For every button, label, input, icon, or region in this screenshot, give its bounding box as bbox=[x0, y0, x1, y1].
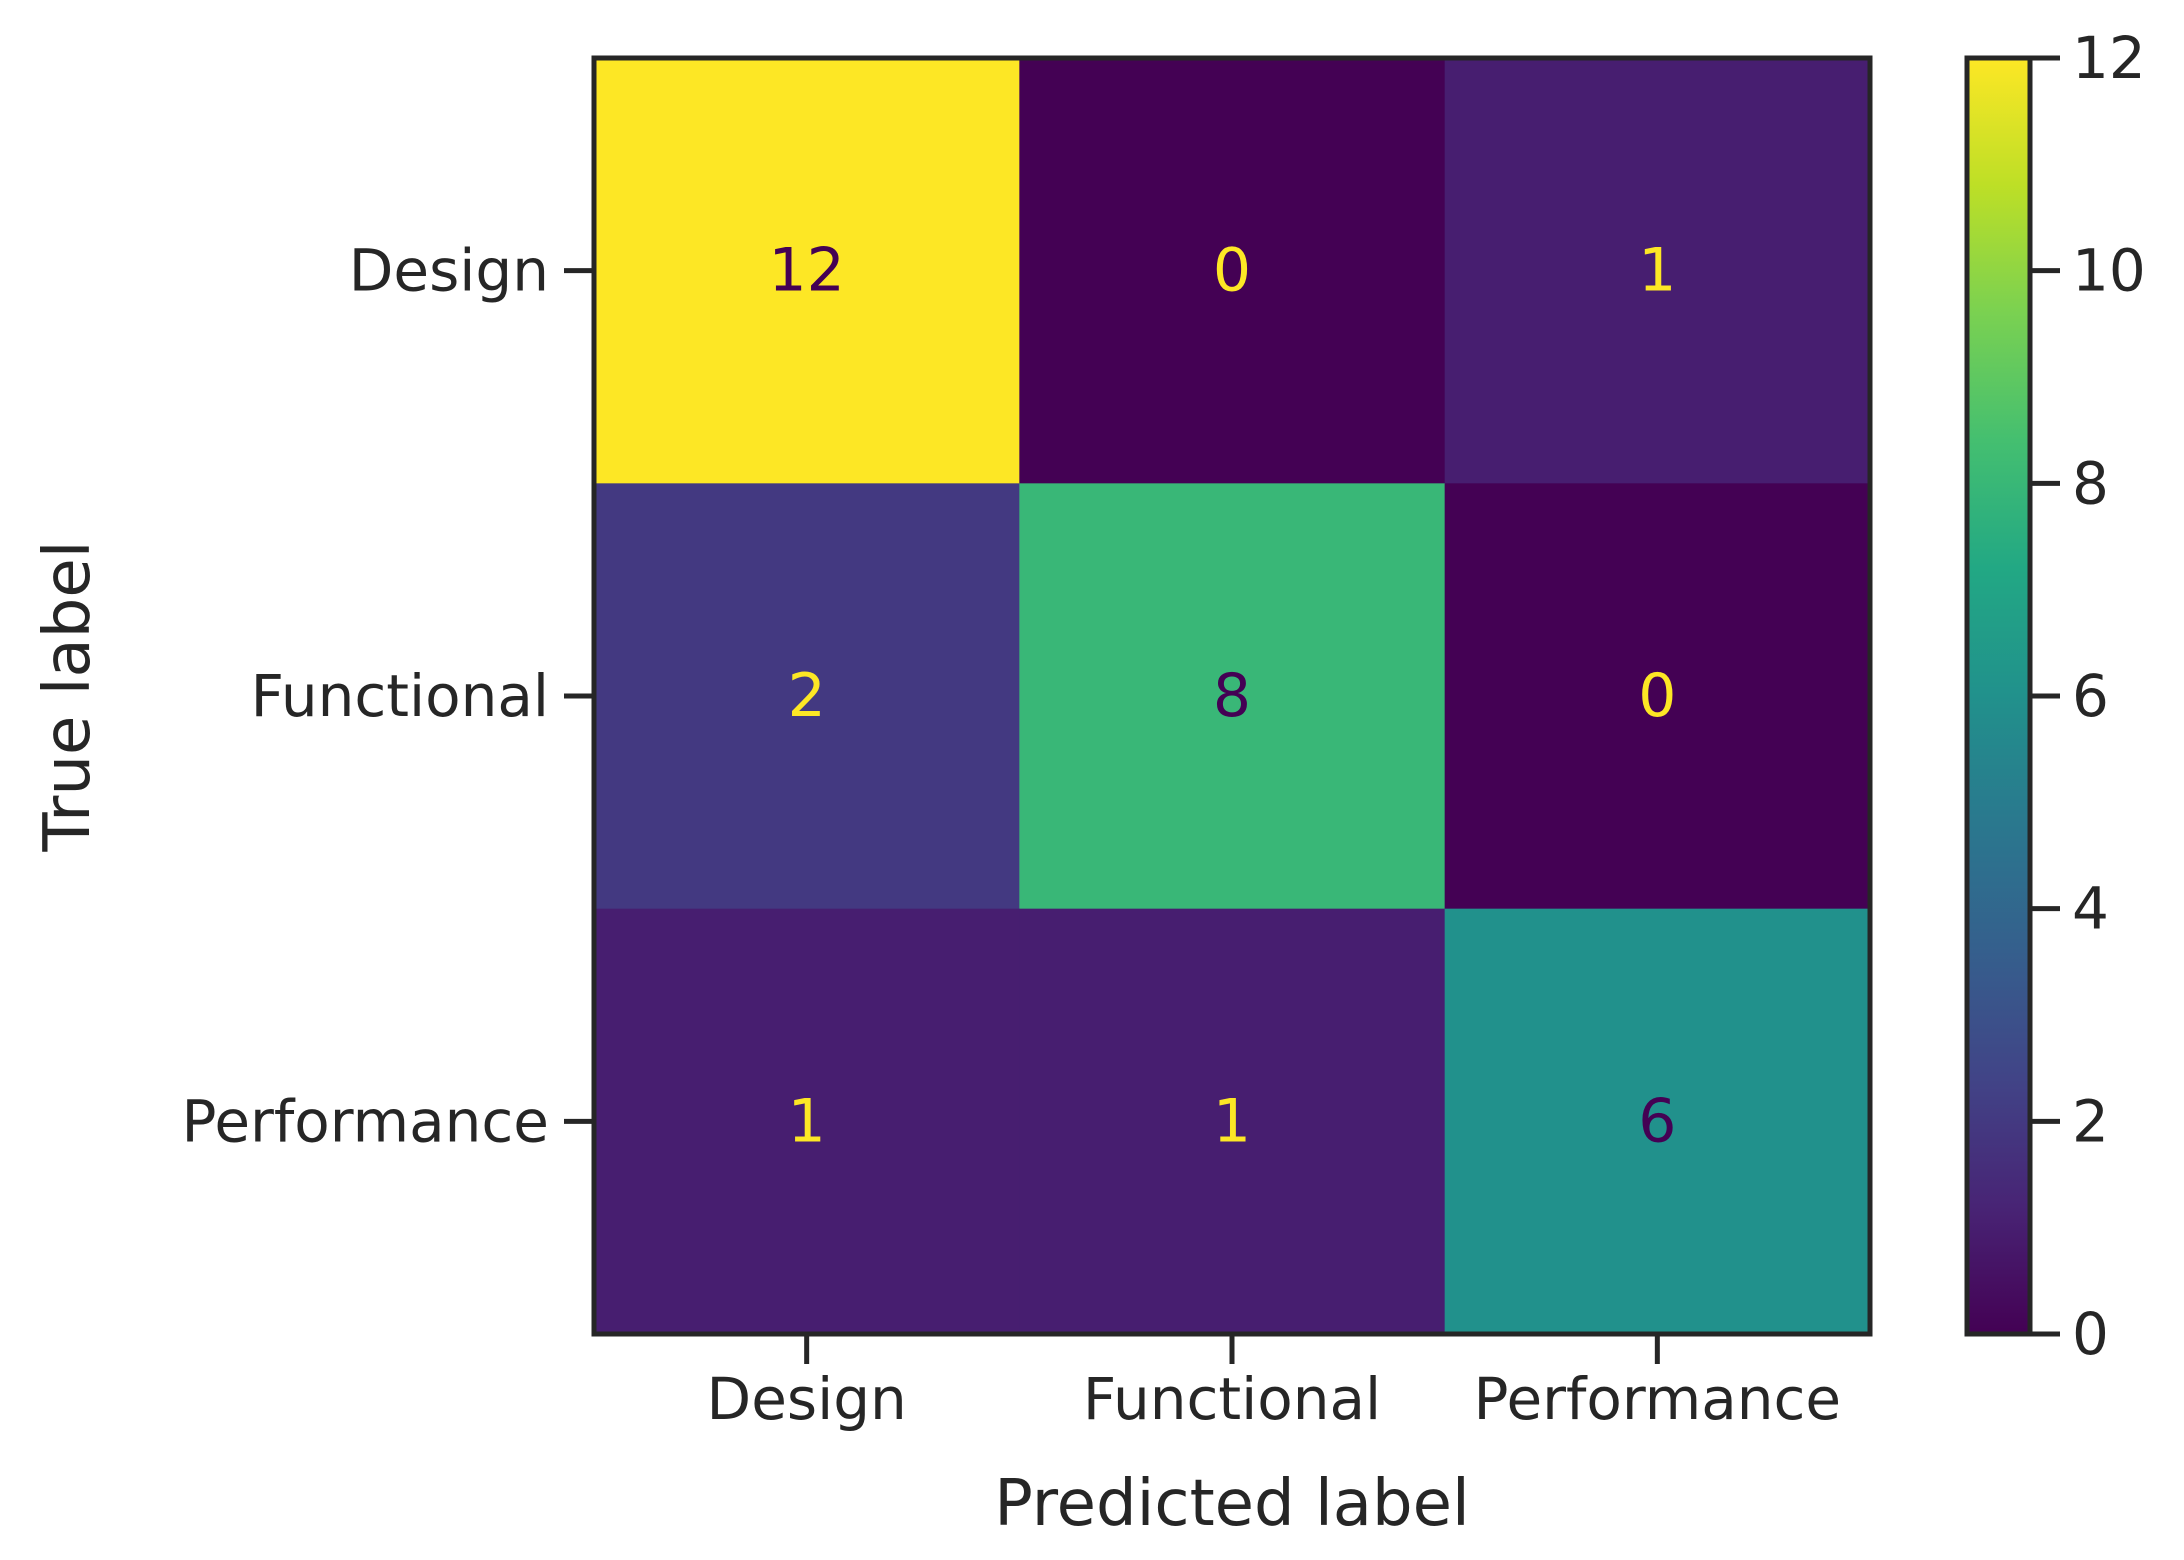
colorbar-tick-label: 10 bbox=[2072, 237, 2146, 305]
heatmap-cell bbox=[594, 483, 1020, 910]
x-tick-label: Design bbox=[707, 1365, 907, 1433]
y-axis-label: True label bbox=[31, 540, 105, 852]
heatmap-cells bbox=[594, 58, 1871, 1335]
colorbar-tick-label: 2 bbox=[2072, 1087, 2109, 1155]
y-tick-label: Performance bbox=[181, 1087, 549, 1155]
cell-value-label: 1 bbox=[788, 1086, 826, 1156]
heatmap-cell bbox=[594, 58, 1020, 484]
cell-value-label: 6 bbox=[1638, 1086, 1676, 1156]
colorbar-tick-label: 12 bbox=[2072, 24, 2146, 92]
heatmap-cell bbox=[1019, 58, 1446, 484]
colorbar-tick-label: 4 bbox=[2072, 875, 2109, 943]
colorbar-tick-label: 0 bbox=[2072, 1300, 2109, 1368]
x-tick-label: Functional bbox=[1083, 1365, 1381, 1433]
y-tick-label: Functional bbox=[251, 662, 549, 730]
heatmap-cell bbox=[1444, 58, 1871, 484]
heatmap-cell bbox=[1019, 908, 1446, 1335]
cell-value-label: 0 bbox=[1213, 236, 1251, 306]
heatmap-cell bbox=[594, 908, 1020, 1335]
x-axis-ticks: Design Functional Performance bbox=[707, 1334, 1842, 1433]
cell-value-label: 1 bbox=[1638, 236, 1676, 306]
x-tick-label: Performance bbox=[1474, 1365, 1842, 1433]
colorbar-tick-label: 6 bbox=[2072, 662, 2109, 730]
cell-value-label: 12 bbox=[768, 236, 844, 306]
cell-value-label: 0 bbox=[1638, 661, 1676, 731]
x-axis-label: Predicted label bbox=[994, 1467, 1470, 1541]
colorbar-ticks: 0 2 4 6 8 10 12 bbox=[2030, 24, 2146, 1368]
heatmap-cell bbox=[1444, 483, 1871, 910]
heatmap-cell bbox=[1019, 483, 1446, 910]
cell-value-label: 8 bbox=[1213, 661, 1251, 731]
colorbar-tick-label: 8 bbox=[2072, 449, 2109, 517]
cell-value-label: 1 bbox=[1213, 1086, 1251, 1156]
heatmap-cell bbox=[1444, 908, 1871, 1335]
colorbar bbox=[1964, 55, 2033, 1337]
cell-value-label: 2 bbox=[788, 661, 826, 731]
y-tick-label: Design bbox=[349, 237, 549, 305]
